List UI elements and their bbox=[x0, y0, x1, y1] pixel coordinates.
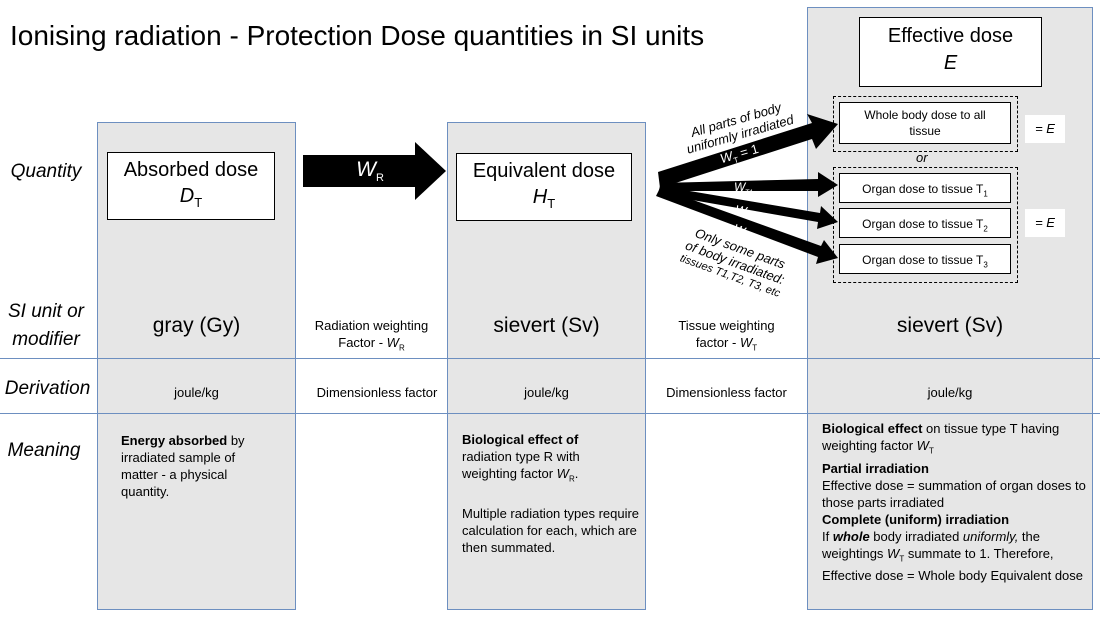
tissue-t1-weighting-label: WT1 bbox=[734, 180, 754, 197]
absorbed-meaning: Energy absorbed by irradiated sample of … bbox=[121, 433, 245, 499]
absorbed-dose-name: Absorbed dose bbox=[123, 159, 259, 181]
organ-dose-t1-box: Organ dose to tissue T1 bbox=[839, 173, 1011, 203]
tissue-t2-arrow bbox=[658, 186, 838, 229]
radiation-weighting-arrow bbox=[303, 142, 446, 200]
absorbed-unit: gray (Gy) bbox=[152, 314, 241, 337]
organ-dose-t2-box: Organ dose to tissue T2 bbox=[839, 208, 1011, 238]
absorbed-dose-box: Absorbed dose DT bbox=[107, 152, 275, 220]
whole-body-group bbox=[833, 96, 1018, 152]
radiation-weighting-derivation: Dimensionless factor bbox=[316, 385, 438, 400]
effective-dose-box: Effective dose E bbox=[859, 17, 1042, 87]
effective-unit: sievert (Sv) bbox=[896, 314, 1004, 337]
divider-line-lower bbox=[0, 413, 1100, 414]
radiation-weighting-arrow-label: WR bbox=[356, 158, 384, 185]
organ-dose-t3-box: Organ dose to tissue T3 bbox=[839, 244, 1011, 274]
equivalent-meaning: Biological effect of radiation type R wi… bbox=[462, 432, 640, 555]
row-label-si-unit: SI unit or modifier bbox=[7, 301, 85, 350]
equivalent-derivation: joule/kg bbox=[524, 385, 569, 400]
absorbed-derivation: joule/kg bbox=[174, 385, 219, 400]
tissue-t1-arrow bbox=[660, 172, 838, 197]
page-title: Ionising radiation - Protection Dose qua… bbox=[10, 20, 705, 51]
tissue-weighting-derivation: Dimensionless factor bbox=[666, 385, 787, 400]
radiation-weighting-modifier: Radiation weighting Factor - WR bbox=[314, 318, 429, 353]
absorbed-dose-symbol: DT bbox=[179, 185, 203, 210]
tissue-t3-arrow bbox=[656, 188, 838, 264]
row-label-meaning: Meaning bbox=[7, 440, 81, 461]
organ-dose-equals-e: = E bbox=[1025, 209, 1065, 237]
row-label-quantity: Quantity bbox=[10, 161, 82, 182]
equivalent-dose-symbol: HT bbox=[532, 186, 556, 211]
or-label: or bbox=[916, 150, 928, 165]
tissue-t2-weighting-label: WT2 bbox=[734, 202, 755, 222]
tissue-weighting-modifier: Tissue weighting factor - WT bbox=[678, 318, 775, 353]
effective-dose-symbol: E bbox=[943, 52, 958, 74]
divider-line-upper bbox=[0, 358, 1100, 359]
equivalent-dose-name: Equivalent dose bbox=[472, 160, 616, 182]
effective-dose-name: Effective dose bbox=[887, 25, 1014, 47]
equivalent-dose-box: Equivalent dose HT bbox=[456, 153, 632, 221]
equivalent-unit: sievert (Sv) bbox=[493, 314, 600, 337]
row-label-derivation: Derivation bbox=[4, 378, 91, 399]
whole-body-dose-box: Whole body dose to all tissue bbox=[839, 102, 1011, 144]
uniform-irradiation-arrow bbox=[658, 114, 838, 188]
organ-dose-group bbox=[833, 167, 1018, 283]
whole-body-equals-e: = E bbox=[1025, 115, 1065, 143]
effective-derivation: joule/kg bbox=[927, 385, 973, 400]
effective-meaning: Biological effect on tissue type T havin… bbox=[822, 421, 1086, 584]
